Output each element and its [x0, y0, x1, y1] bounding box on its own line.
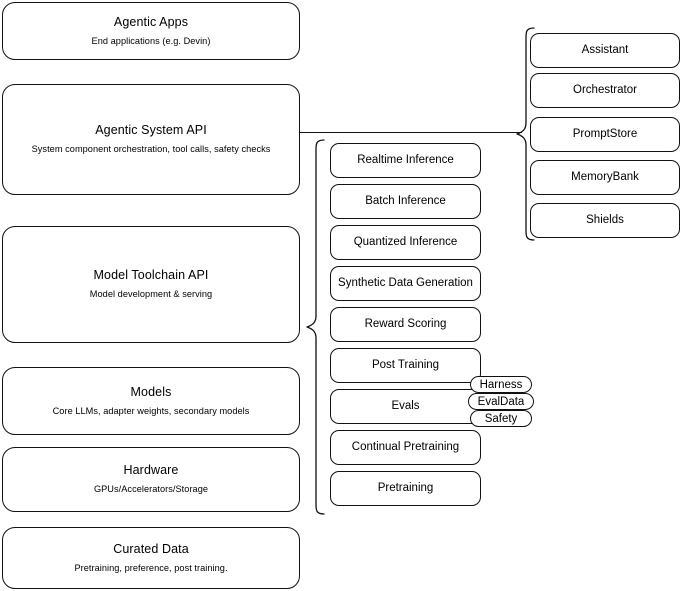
- component-orchestrator[interactable]: Orchestrator: [530, 73, 680, 108]
- component-label: MemoryBank: [571, 171, 639, 184]
- capability-quantized-inference[interactable]: Quantized Inference: [330, 225, 481, 260]
- brace-toolchain-capabilities: [306, 139, 325, 515]
- layer-hardware[interactable]: Hardware GPUs/Accelerators/Storage: [2, 447, 300, 512]
- layer-models[interactable]: Models Core LLMs, adapter weights, secon…: [2, 367, 300, 435]
- layer-title: Models: [130, 384, 172, 399]
- layer-curated-data[interactable]: Curated Data Pretraining, preference, po…: [2, 527, 300, 589]
- badge-evaldata[interactable]: EvalData: [468, 393, 534, 410]
- capability-label: Synthetic Data Generation: [338, 277, 473, 290]
- component-label: Shields: [586, 214, 624, 227]
- capability-label: Batch Inference: [365, 195, 446, 208]
- layer-subtitle: Pretraining, preference, post training.: [74, 562, 228, 573]
- capability-label: Post Training: [371, 359, 440, 372]
- layer-subtitle: End applications (e.g. Devin): [91, 35, 211, 46]
- component-label: Assistant: [581, 44, 629, 57]
- capability-post-training[interactable]: Post Training: [330, 348, 481, 383]
- layer-title: Hardware: [123, 463, 179, 478]
- component-label: Orchestrator: [573, 84, 637, 97]
- component-label: PromptStore: [572, 128, 638, 141]
- badge-harness[interactable]: Harness: [470, 376, 532, 393]
- layer-subtitle: Model development & serving: [89, 289, 213, 300]
- capability-label: Evals: [391, 400, 420, 413]
- capability-batch-inference[interactable]: Batch Inference: [330, 184, 481, 219]
- connector-system-api-to-components: [300, 132, 522, 134]
- badge-label: Safety: [484, 412, 518, 425]
- layer-subtitle: System component orchestration, tool cal…: [31, 144, 271, 155]
- badge-safety[interactable]: Safety: [470, 410, 532, 427]
- capability-synthetic-data-generation[interactable]: Synthetic Data Generation: [330, 266, 481, 301]
- layer-model-toolchain-api[interactable]: Model Toolchain API Model development & …: [2, 226, 300, 343]
- layer-title: Curated Data: [113, 541, 189, 556]
- badge-label: EvalData: [477, 395, 525, 408]
- capability-label: Reward Scoring: [364, 318, 447, 331]
- capability-label: Realtime Inference: [357, 154, 454, 167]
- layer-agentic-system-api[interactable]: Agentic System API System component orch…: [2, 84, 300, 195]
- capability-label: Continual Pretraining: [351, 441, 460, 454]
- layer-subtitle: Core LLMs, adapter weights, secondary mo…: [52, 405, 250, 416]
- component-assistant[interactable]: Assistant: [530, 33, 680, 68]
- layer-title: Agentic System API: [95, 123, 207, 138]
- component-memorybank[interactable]: MemoryBank: [530, 160, 680, 195]
- capability-realtime-inference[interactable]: Realtime Inference: [330, 143, 481, 178]
- layer-subtitle: GPUs/Accelerators/Storage: [93, 484, 209, 495]
- layer-title: Agentic Apps: [113, 14, 189, 29]
- component-shields[interactable]: Shields: [530, 203, 680, 238]
- badge-label: Harness: [479, 378, 523, 391]
- capability-label: Pretraining: [377, 482, 434, 495]
- capability-evals[interactable]: Evals: [330, 389, 481, 424]
- capability-pretraining[interactable]: Pretraining: [330, 471, 481, 506]
- capability-label: Quantized Inference: [353, 236, 458, 249]
- capability-reward-scoring[interactable]: Reward Scoring: [330, 307, 481, 342]
- layer-title: Model Toolchain API: [93, 268, 209, 283]
- layer-agentic-apps[interactable]: Agentic Apps End applications (e.g. Devi…: [2, 2, 300, 60]
- component-promptstore[interactable]: PromptStore: [530, 117, 680, 152]
- capability-continual-pretraining[interactable]: Continual Pretraining: [330, 430, 481, 465]
